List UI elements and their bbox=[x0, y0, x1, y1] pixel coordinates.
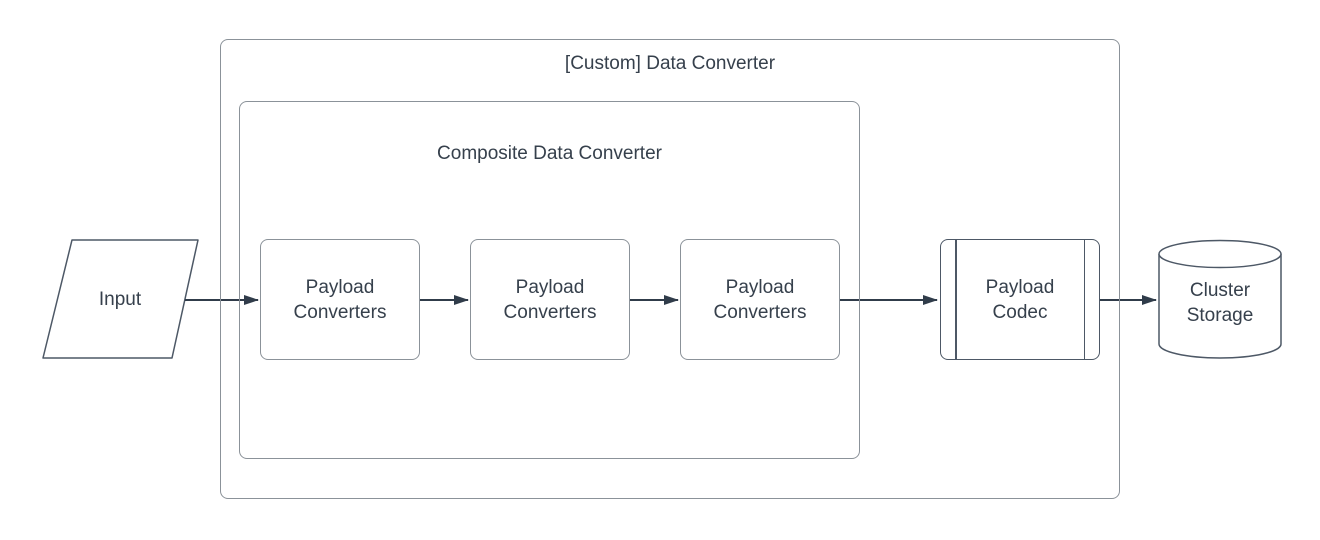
payload-converters-label-2: Payload Converters bbox=[503, 276, 597, 323]
cluster-storage-cylinder-top bbox=[1158, 239, 1282, 269]
cluster-storage-label: Cluster Storage bbox=[1186, 280, 1254, 326]
payload-codec-box: Payload Codec bbox=[940, 239, 1100, 360]
composite-data-converter-container: Composite Data Converter bbox=[239, 101, 860, 459]
custom-data-converter-container: [Custom] Data Converter bbox=[220, 39, 1120, 499]
payload-converters-box-3: Payload Converters bbox=[680, 239, 840, 360]
payload-codec-left-bar bbox=[955, 240, 957, 359]
input-node-label: Input bbox=[98, 289, 142, 310]
cluster-storage-cylinder-body bbox=[1158, 254, 1282, 359]
payload-converters-box-1: Payload Converters bbox=[260, 239, 420, 360]
payload-codec-right-bar bbox=[1083, 240, 1085, 359]
payload-converters-label-3: Payload Converters bbox=[713, 276, 807, 323]
payload-converters-box-2: Payload Converters bbox=[470, 239, 630, 360]
custom-data-converter-label: [Custom] Data Converter bbox=[564, 53, 776, 74]
payload-codec-label: Payload Codec bbox=[985, 276, 1055, 323]
input-parallelogram-shape bbox=[42, 239, 199, 359]
payload-converters-label-1: Payload Converters bbox=[293, 276, 387, 323]
composite-data-converter-label: Composite Data Converter bbox=[437, 143, 662, 164]
